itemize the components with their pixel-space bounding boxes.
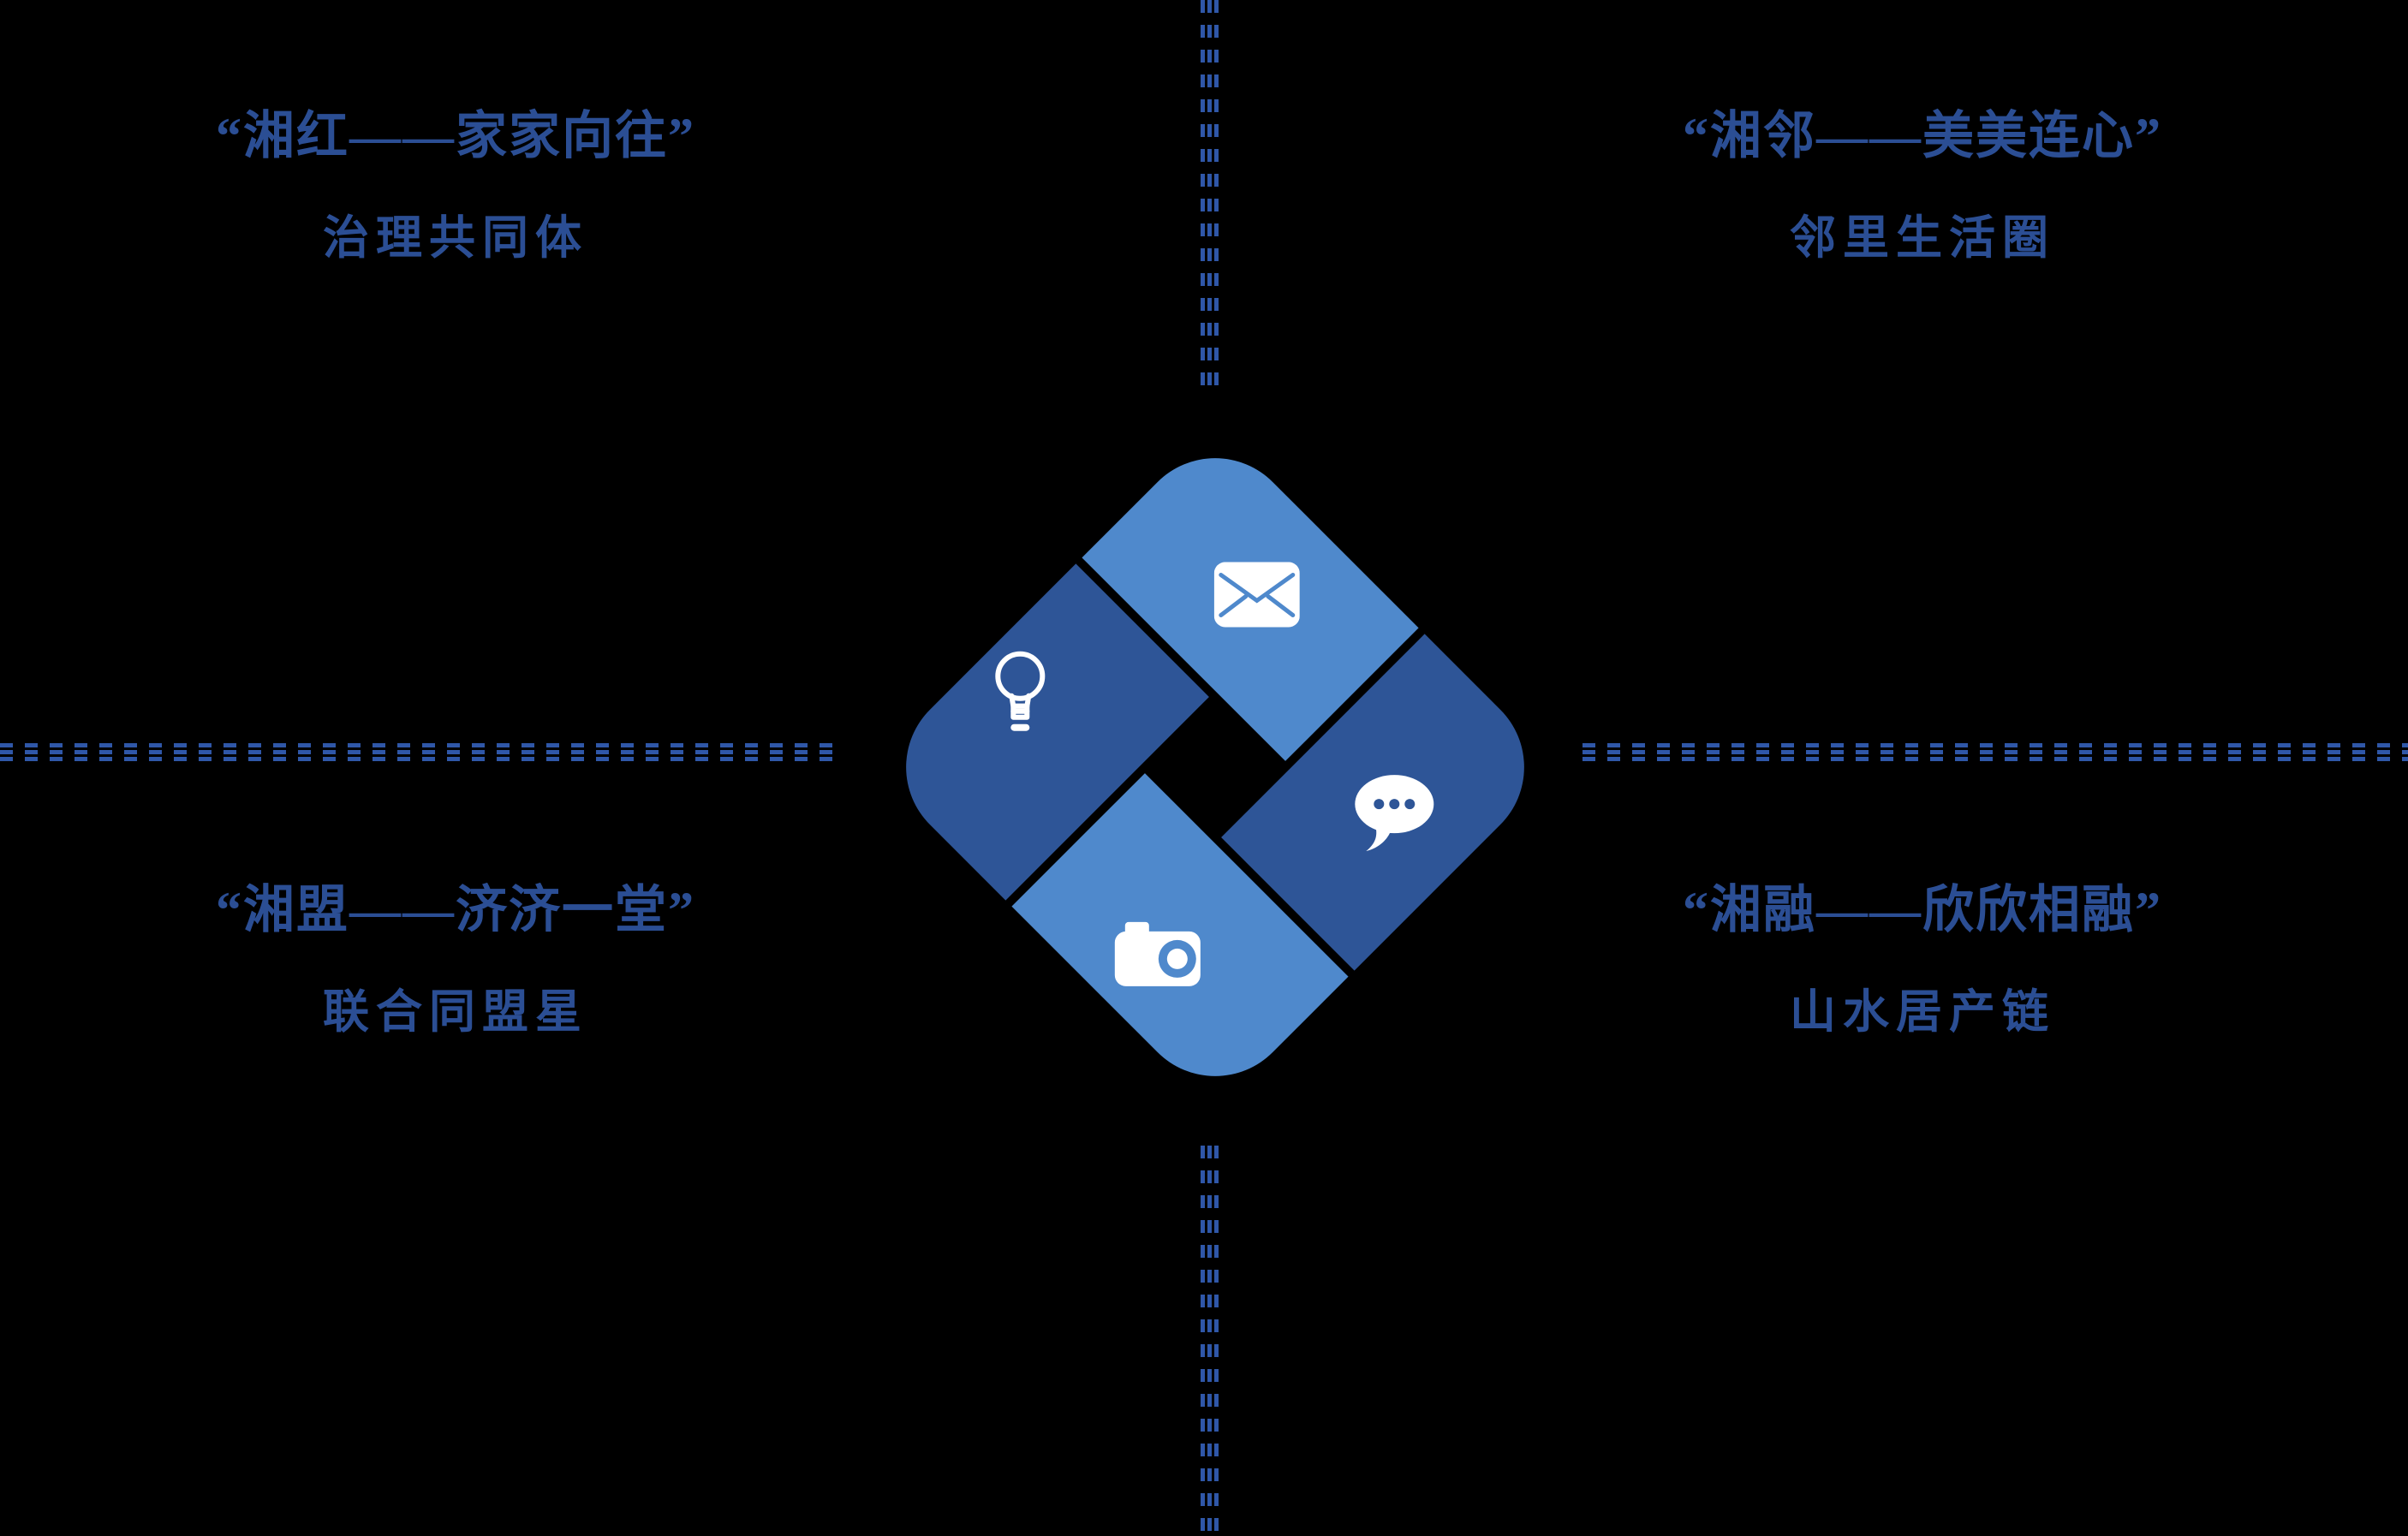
diamond-segment-bottom: [1011, 773, 1349, 1110]
dash-stripe: [1582, 743, 2408, 747]
caption-title: “湘融——欣欣相融”: [1683, 882, 2162, 938]
pinwheel-diamond: [872, 424, 1559, 1110]
diamond-segment-right: [1221, 634, 1559, 971]
dash-stripe: [1207, 0, 1212, 390]
dash-stripe: [1214, 1146, 1219, 1536]
diamond-segment-top: [1082, 424, 1419, 761]
diamond-segment-left: [872, 563, 1209, 901]
caption-bottom-left: “湘盟——济济一堂” 联合同盟星: [113, 878, 798, 1038]
caption-title: “湘红——家家向往”: [216, 108, 695, 164]
caption-title: “湘邻——美美连心”: [1683, 108, 2162, 164]
caption-subtitle: 治理共同体: [323, 212, 588, 264]
lightbulb-icon: [992, 651, 1047, 736]
dash-stripe: [1214, 0, 1219, 390]
dash-stripe: [0, 743, 835, 747]
caption-bottom-right: “湘融——欣欣相融” 山水居产链: [1580, 878, 2265, 1038]
dash-stripe: [1582, 750, 2408, 754]
dash-stripe: [0, 757, 835, 761]
dash-stripe: [0, 750, 835, 754]
vertical-dashed-line-bottom: [1201, 1146, 1219, 1536]
caption-subtitle: 邻里生活圈: [1790, 212, 2055, 264]
envelope-icon: [1213, 562, 1300, 628]
dash-stripe: [1201, 0, 1205, 390]
caption-top-left: “湘红——家家向往” 治理共同体: [113, 104, 798, 264]
caption-subtitle: 山水居产链: [1790, 986, 2055, 1038]
caption-title: “湘盟——济济一堂”: [216, 882, 695, 938]
dash-stripe: [1207, 1146, 1212, 1536]
dash-stripe: [1201, 1146, 1205, 1536]
speech-bubble-icon: [1351, 771, 1437, 857]
horizontal-dashed-line-left: [0, 743, 835, 761]
caption-top-right: “湘邻——美美连心” 邻里生活圈: [1580, 104, 2265, 264]
camera-icon: [1113, 920, 1202, 991]
dash-stripe: [1582, 757, 2408, 761]
horizontal-dashed-line-right: [1582, 743, 2408, 761]
vertical-dashed-line-top: [1201, 0, 1219, 390]
caption-subtitle: 联合同盟星: [323, 986, 588, 1038]
